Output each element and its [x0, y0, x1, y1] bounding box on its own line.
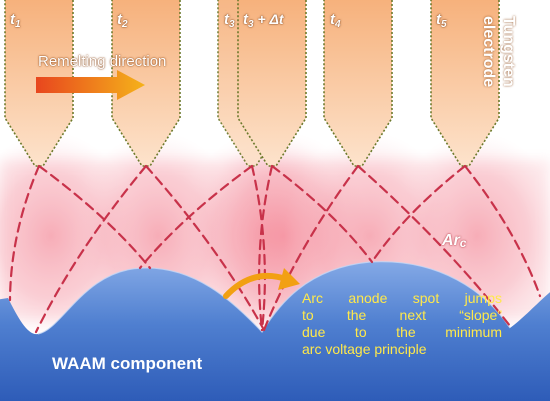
arc-label-base: A [442, 232, 454, 249]
anode-note-line-4: arc voltage principle [302, 341, 427, 357]
anode-jump-arrow-head [278, 268, 300, 290]
time-label-sub: 2 [122, 19, 128, 30]
arc-boundary-line-5-1 [262, 164, 360, 332]
arc-boundary-line-4-1 [258, 164, 274, 332]
time-label-base: t [10, 11, 15, 28]
anode-note-line-3: due to the minimum [302, 324, 502, 340]
time-label-sub: 1 [15, 19, 21, 30]
electrode-time-label-1: t1 [10, 12, 21, 30]
time-label-sub: 3 [229, 19, 235, 30]
anode-jump-arrow-shaft [223, 273, 289, 299]
electrode-label-line-2: electrode [480, 16, 497, 88]
tungsten-electrode-4 [237, 0, 307, 167]
anode-note-line-1: Arc anode spot jumps [302, 290, 502, 306]
anode-spot-note: Arc anode spot jumps to the next “slope”… [302, 290, 502, 358]
electrode-time-label-5: t5 [436, 12, 447, 30]
waam-component-label: WAAM component [52, 354, 203, 373]
remelting-direction-label: Remelting direction [38, 53, 167, 70]
arc-boundary-line-1-2 [37, 164, 152, 270]
arc-label-rest: r [453, 232, 460, 249]
time-label-sub: 5 [441, 19, 447, 30]
arc-label-sub: c [459, 236, 467, 250]
arc-boundary-line-1-1 [8, 164, 41, 302]
tungsten-electrode-5 [323, 0, 393, 167]
electrode-time-label-2: t2 [117, 12, 128, 30]
tungsten-electrode-label: Tungsten electrode [476, 16, 518, 87]
time-label-sub: 4 [335, 19, 341, 30]
electrode-time-label-3: t3 [224, 12, 235, 30]
arc-boundary-line-6-1 [370, 164, 467, 264]
time-label-base: t [436, 11, 441, 28]
anode-jump-arrow [223, 268, 300, 299]
anode-note-line-2: to the next “slope” [302, 307, 502, 323]
arc-boundary-line-3-1 [138, 164, 254, 270]
electrode-time-label-4: t4 [330, 12, 341, 30]
waam-component-body [0, 261, 550, 401]
time-label-base: t [330, 11, 335, 28]
time-label-base: t [224, 11, 229, 28]
tungsten-electrode-2 [111, 0, 181, 167]
arc-boundary-layer [8, 164, 542, 334]
time-label-base: t [117, 11, 122, 28]
electrode-time-label-3-plus-dt: t3 + Δt [243, 12, 284, 30]
arc-boundary-line-3-2 [250, 164, 266, 332]
waam-component-surface-highlight [37, 261, 511, 335]
arc-label: Arc [442, 232, 467, 250]
time-label-sub: 3 [248, 19, 254, 30]
time-label-suffix: + Δt [253, 11, 284, 27]
arc-boundary-line-2-2 [144, 164, 266, 332]
electrode-layer [4, 0, 500, 167]
electrode-label-line-1: Tungsten [500, 16, 517, 87]
tungsten-electrode-6 [430, 0, 500, 167]
arc-boundary-line-6-2 [463, 164, 542, 298]
waam-component-layer [0, 261, 550, 401]
remelting-direction-arrow [36, 70, 145, 100]
arc-boundary-line-5-2 [356, 164, 512, 328]
arc-boundary-line-4-2 [270, 164, 374, 264]
remelting-arrow-shape [36, 70, 145, 100]
time-label-base: t [243, 11, 248, 28]
